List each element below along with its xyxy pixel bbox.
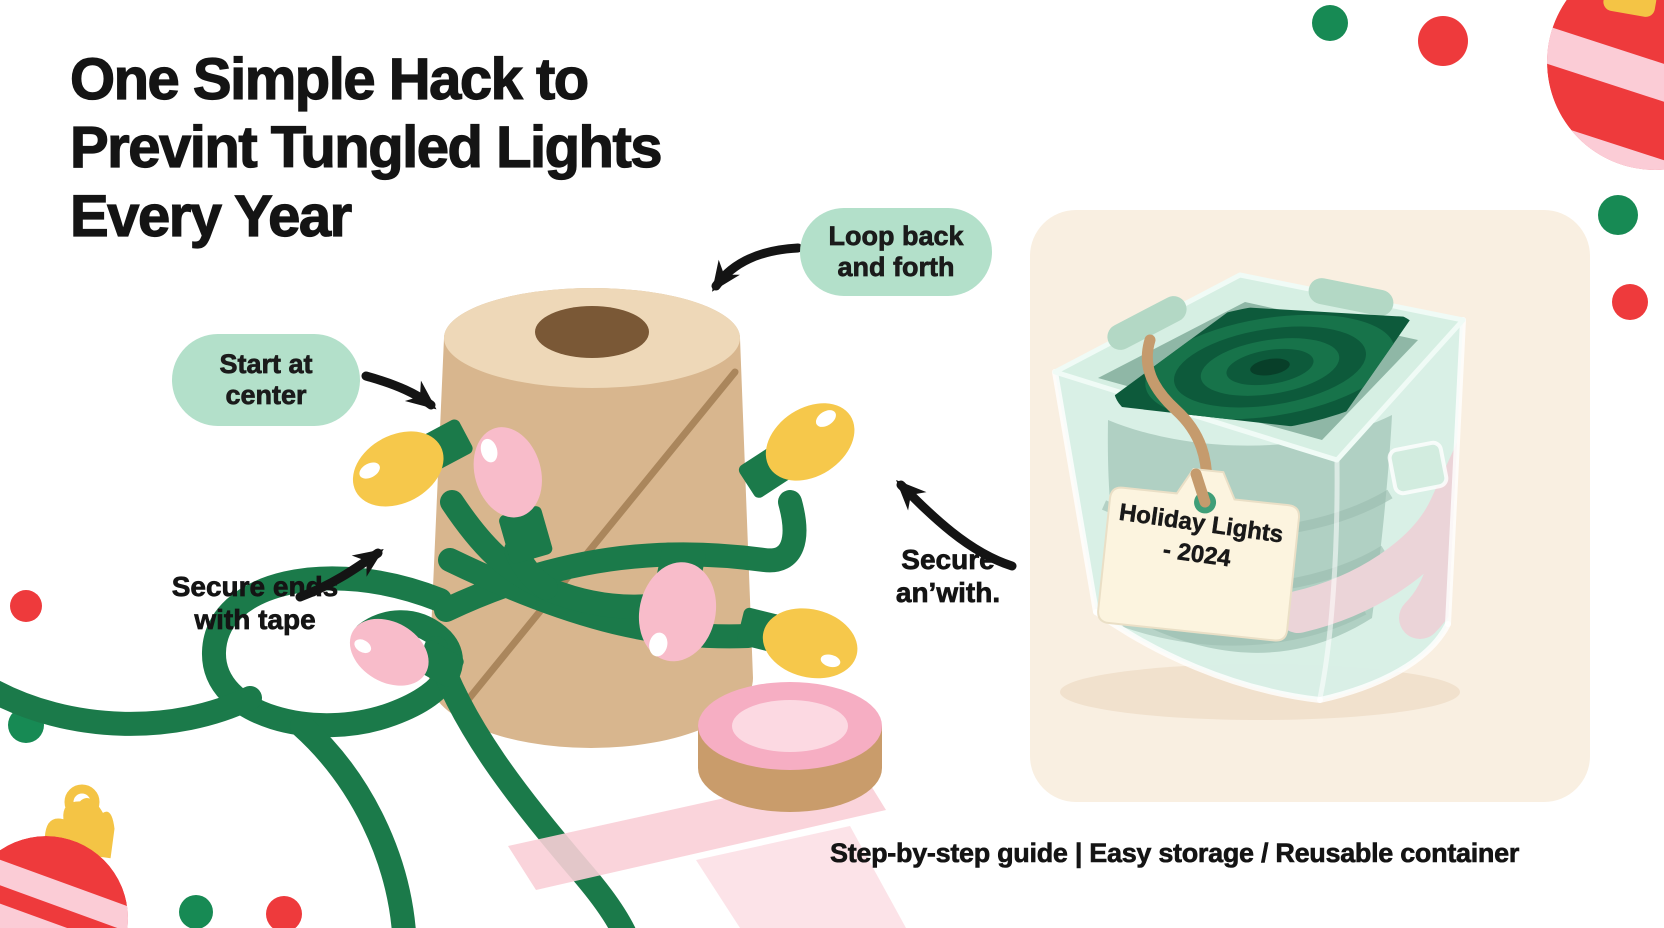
- green-dot: [1598, 195, 1638, 235]
- red-dot: [1418, 16, 1468, 66]
- tube-hole: [535, 306, 649, 358]
- red-dot: [10, 590, 42, 622]
- bulb-yellow-left: [352, 419, 473, 507]
- annotation-arrows: [295, 243, 1017, 602]
- callout-start-at-center: Start at center: [172, 334, 360, 426]
- cord-tail-bottom: [290, 714, 416, 928]
- bulb-pink-middle: [638, 542, 717, 662]
- title-line-2: Prevint Tungled Lights: [69, 115, 663, 181]
- storage-bin: [1052, 272, 1466, 720]
- callout-secure-ends: Secure ends with tape: [171, 571, 339, 636]
- green-dot: [179, 895, 213, 928]
- bulb-pink-top: [473, 427, 553, 564]
- cord-tail-right: [424, 636, 636, 928]
- bin-edge-highlights: [1052, 317, 1466, 703]
- title-line-1: One Simple Hack to: [69, 46, 589, 112]
- page-title: One Simple Hack to Prevint Tungled Light…: [69, 46, 663, 251]
- pink-band: [1277, 437, 1463, 639]
- tag-string: [1141, 334, 1213, 510]
- callout-secure-right: Secure an’with.: [895, 544, 1001, 609]
- tape-roll: [698, 682, 882, 812]
- ornament-cap-top-right: [1603, 0, 1657, 17]
- bin-handle-left: [1107, 296, 1187, 350]
- ornament-bottom-left: [0, 784, 128, 928]
- bulb-pink-bottom-left: [349, 618, 464, 687]
- start-center-arrow: [361, 371, 437, 410]
- tube-seam: [454, 368, 739, 716]
- coiled-lights: [1113, 300, 1427, 434]
- light-cord: [0, 490, 807, 928]
- red-dot: [1612, 284, 1648, 320]
- bin-handle-right: [1308, 278, 1394, 316]
- washi-tape: [508, 682, 906, 928]
- red-dot: [266, 896, 302, 928]
- green-dot: [1312, 5, 1348, 41]
- bulb-yellow-top-right: [738, 403, 855, 498]
- secure-right-arrow: [896, 480, 1017, 571]
- cord-tail-left: [0, 680, 262, 736]
- title-line-3: Every Year: [69, 183, 352, 249]
- string-light-bulbs: [349, 403, 858, 687]
- loop-back-arrow: [711, 243, 803, 292]
- ornament-top-right: [1547, 0, 1664, 170]
- secure-ends-arrow: [295, 548, 384, 602]
- tape-strip-lower: [696, 826, 906, 928]
- cord-band-lower: [438, 548, 760, 649]
- bin-latch: [1387, 440, 1449, 496]
- callout-loop-back: Loop back and forth: [800, 208, 992, 296]
- footer-caption: Step-by-step guide | Easy storage / Reus…: [830, 838, 1520, 869]
- bulb-yellow-right: [737, 607, 858, 679]
- tag-string-stub: [1190, 468, 1211, 508]
